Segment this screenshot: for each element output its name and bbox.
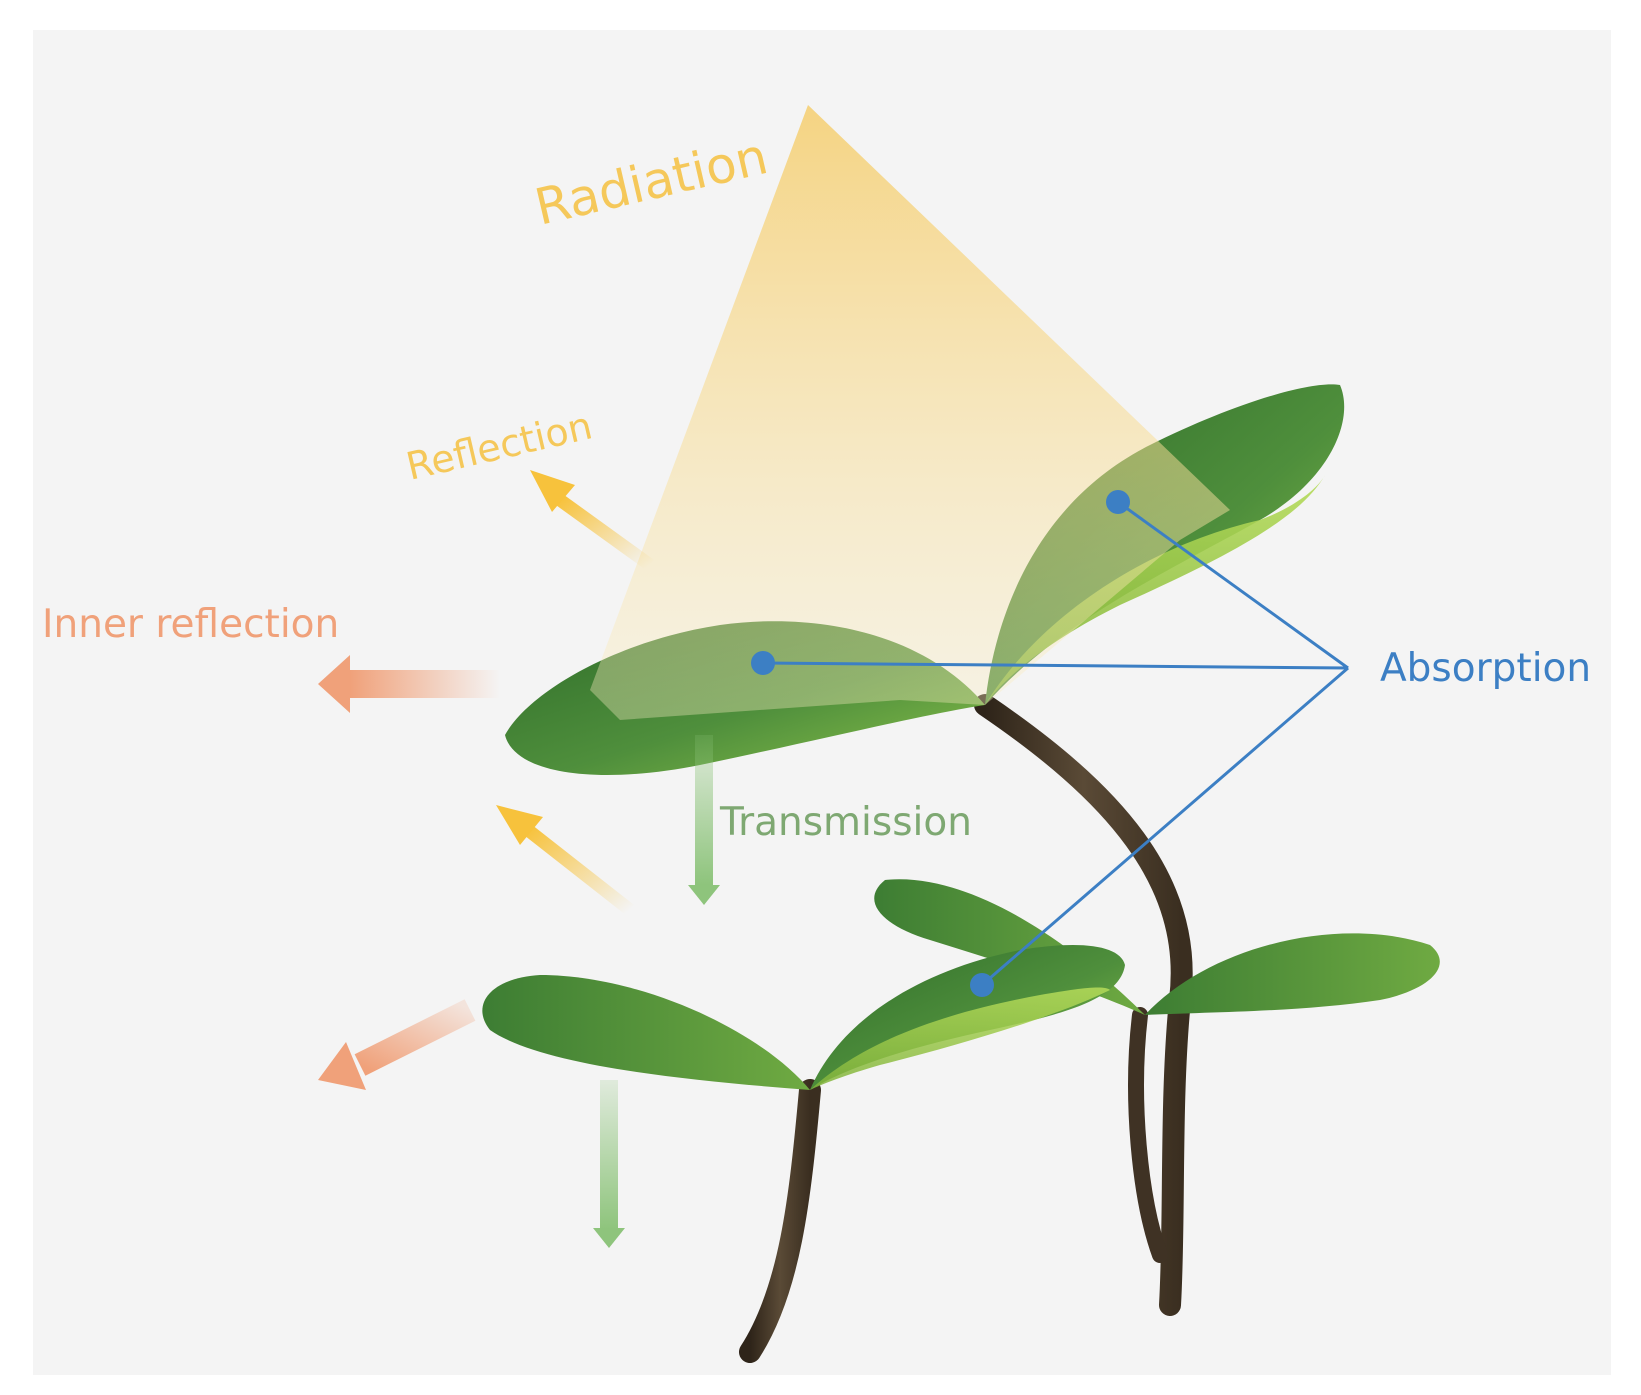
inner-reflection-arrow-lower-shaft bbox=[354, 999, 476, 1076]
reflection-arrow-upper-shaft bbox=[556, 494, 654, 571]
inner-reflection-label: Inner reflection bbox=[42, 602, 339, 647]
reflection-arrow-lower-shaft bbox=[523, 824, 635, 916]
absorption-dot-upper-left-leaf bbox=[751, 651, 775, 675]
absorption-dot-lower-leaf bbox=[970, 973, 994, 997]
reflection-arrow-lower-head bbox=[496, 805, 543, 845]
inner-reflection-arrow-upper-shaft bbox=[350, 670, 500, 698]
absorption-points bbox=[751, 490, 1130, 997]
transmission-arrow-lower-shaft bbox=[600, 1080, 618, 1230]
transmission-arrows bbox=[593, 735, 720, 1248]
reflection-arrow-upper-head bbox=[530, 470, 575, 512]
lower-right-leaf-underside bbox=[810, 987, 1110, 1090]
transmission-arrow-lower-head bbox=[593, 1228, 625, 1248]
lower-seedling bbox=[482, 945, 1125, 1090]
radiation-cone bbox=[590, 105, 1230, 720]
absorption-pointers bbox=[762, 500, 1349, 987]
transmission-arrow-upper-head bbox=[688, 885, 720, 905]
right-seedling-right-leaf bbox=[1145, 933, 1440, 1015]
absorption-label: Absorption bbox=[1380, 646, 1591, 691]
absorption-line-upper-right-leaf bbox=[1117, 500, 1349, 670]
inner-reflection-arrow-lower-head bbox=[318, 1042, 366, 1090]
second-stem bbox=[1128, 1007, 1168, 1263]
inner-reflection-arrow-upper-head bbox=[318, 655, 350, 713]
upper-right-leaf-underside bbox=[985, 475, 1325, 705]
lower-left-leaf bbox=[482, 975, 810, 1090]
reflection-arrows bbox=[496, 470, 654, 916]
transmission-arrow-upper-shaft bbox=[695, 735, 713, 885]
absorption-line-upper-left-leaf bbox=[762, 661, 1349, 670]
absorption-line-lower-leaf bbox=[981, 666, 1349, 987]
short-stem bbox=[739, 1079, 821, 1363]
inner-reflection-arrows bbox=[318, 655, 500, 1090]
transmission-label: Transmission bbox=[719, 800, 972, 845]
absorption-dot-upper-right-leaf bbox=[1106, 490, 1130, 514]
